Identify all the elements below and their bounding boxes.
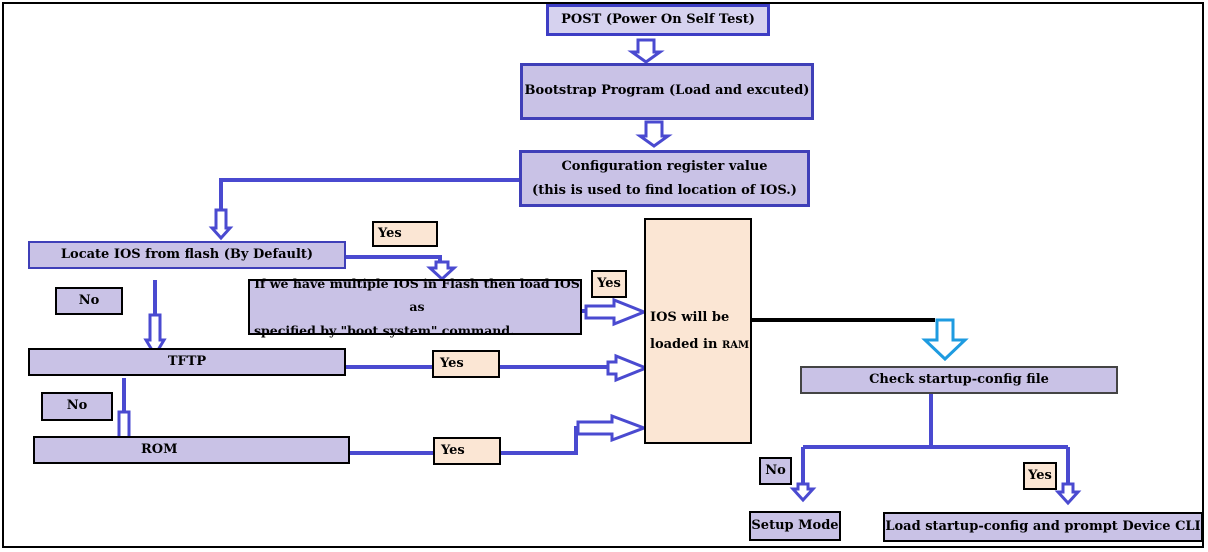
yes-label-startup: Yes (1023, 462, 1057, 490)
multiple-ios-line1: If we have multiple IOS in Flash then lo… (254, 276, 580, 315)
bootstrap-label: Bootstrap Program (Load and excuted) (524, 83, 810, 99)
multiple-ios-box: If we have multiple IOS in Flash then lo… (248, 276, 582, 338)
arrow-ram-to-check (921, 318, 969, 362)
check-startup-label: Check startup-config file (869, 371, 1049, 387)
arrow-flash-to-multiple (426, 260, 458, 282)
config-register-line2: (this is used to find location of IOS.) (532, 182, 797, 198)
arrow-flash-to-tftp (143, 313, 167, 358)
connector-flash-to-multiple (345, 255, 442, 263)
load-startup-label: Load startup-config and prompt Device CL… (885, 518, 1201, 534)
yes-label-multiple: Yes (591, 270, 627, 298)
multiple-ios-line2: specified by "boot system" command. (254, 322, 515, 338)
load-startup-box: Load startup-config and prompt Device CL… (883, 512, 1203, 542)
ios-ram-box: IOS will be loaded in RAM (644, 218, 752, 444)
tftp-label: TFTP (167, 353, 207, 369)
ios-ram-line2: loaded in (650, 337, 718, 352)
post-box: POST (Power On Self Test) (546, 4, 770, 36)
no-label-tftp: No (41, 392, 113, 421)
arrow-config-to-flash (208, 208, 234, 241)
tftp-box: TFTP (28, 348, 346, 376)
rom-box: ROM (33, 436, 350, 464)
yes-label-rom: Yes (433, 437, 501, 465)
no-label-setup: No (759, 457, 792, 485)
no-label-flash: No (55, 287, 123, 315)
bootstrap-box: Bootstrap Program (Load and excuted) (520, 63, 814, 120)
config-register-box: Configuration register value (this is us… (519, 150, 810, 207)
check-startup-box: Check startup-config file (800, 366, 1118, 394)
yes-label-tftp: Yes (432, 350, 500, 378)
setup-mode-label: Setup Mode (751, 517, 839, 533)
arrow-rom-to-ram (576, 413, 649, 443)
arrow-bootstrap-to-config (635, 120, 673, 148)
arrow-post-to-bootstrap (627, 38, 665, 64)
locate-flash-box: Locate IOS from flash (By Default) (28, 241, 346, 269)
arrow-branch-right (1054, 482, 1082, 506)
ios-ram-line1: IOS will be (650, 309, 730, 325)
post-label: POST (Power On Self Test) (561, 11, 755, 27)
yes-label-flash: Yes (372, 221, 438, 247)
locate-flash-label: Locate IOS from flash (By Default) (60, 246, 314, 262)
rom-label: ROM (141, 441, 178, 457)
arrow-multiple-to-ram (584, 297, 649, 327)
connector-config-to-flash (219, 178, 520, 212)
ram-label: RAM (721, 340, 750, 351)
arrow-branch-left (789, 482, 817, 503)
arrow-tftp-to-ram (606, 353, 651, 383)
config-register-line1: Configuration register value (561, 159, 768, 175)
setup-mode-box: Setup Mode (749, 511, 841, 541)
